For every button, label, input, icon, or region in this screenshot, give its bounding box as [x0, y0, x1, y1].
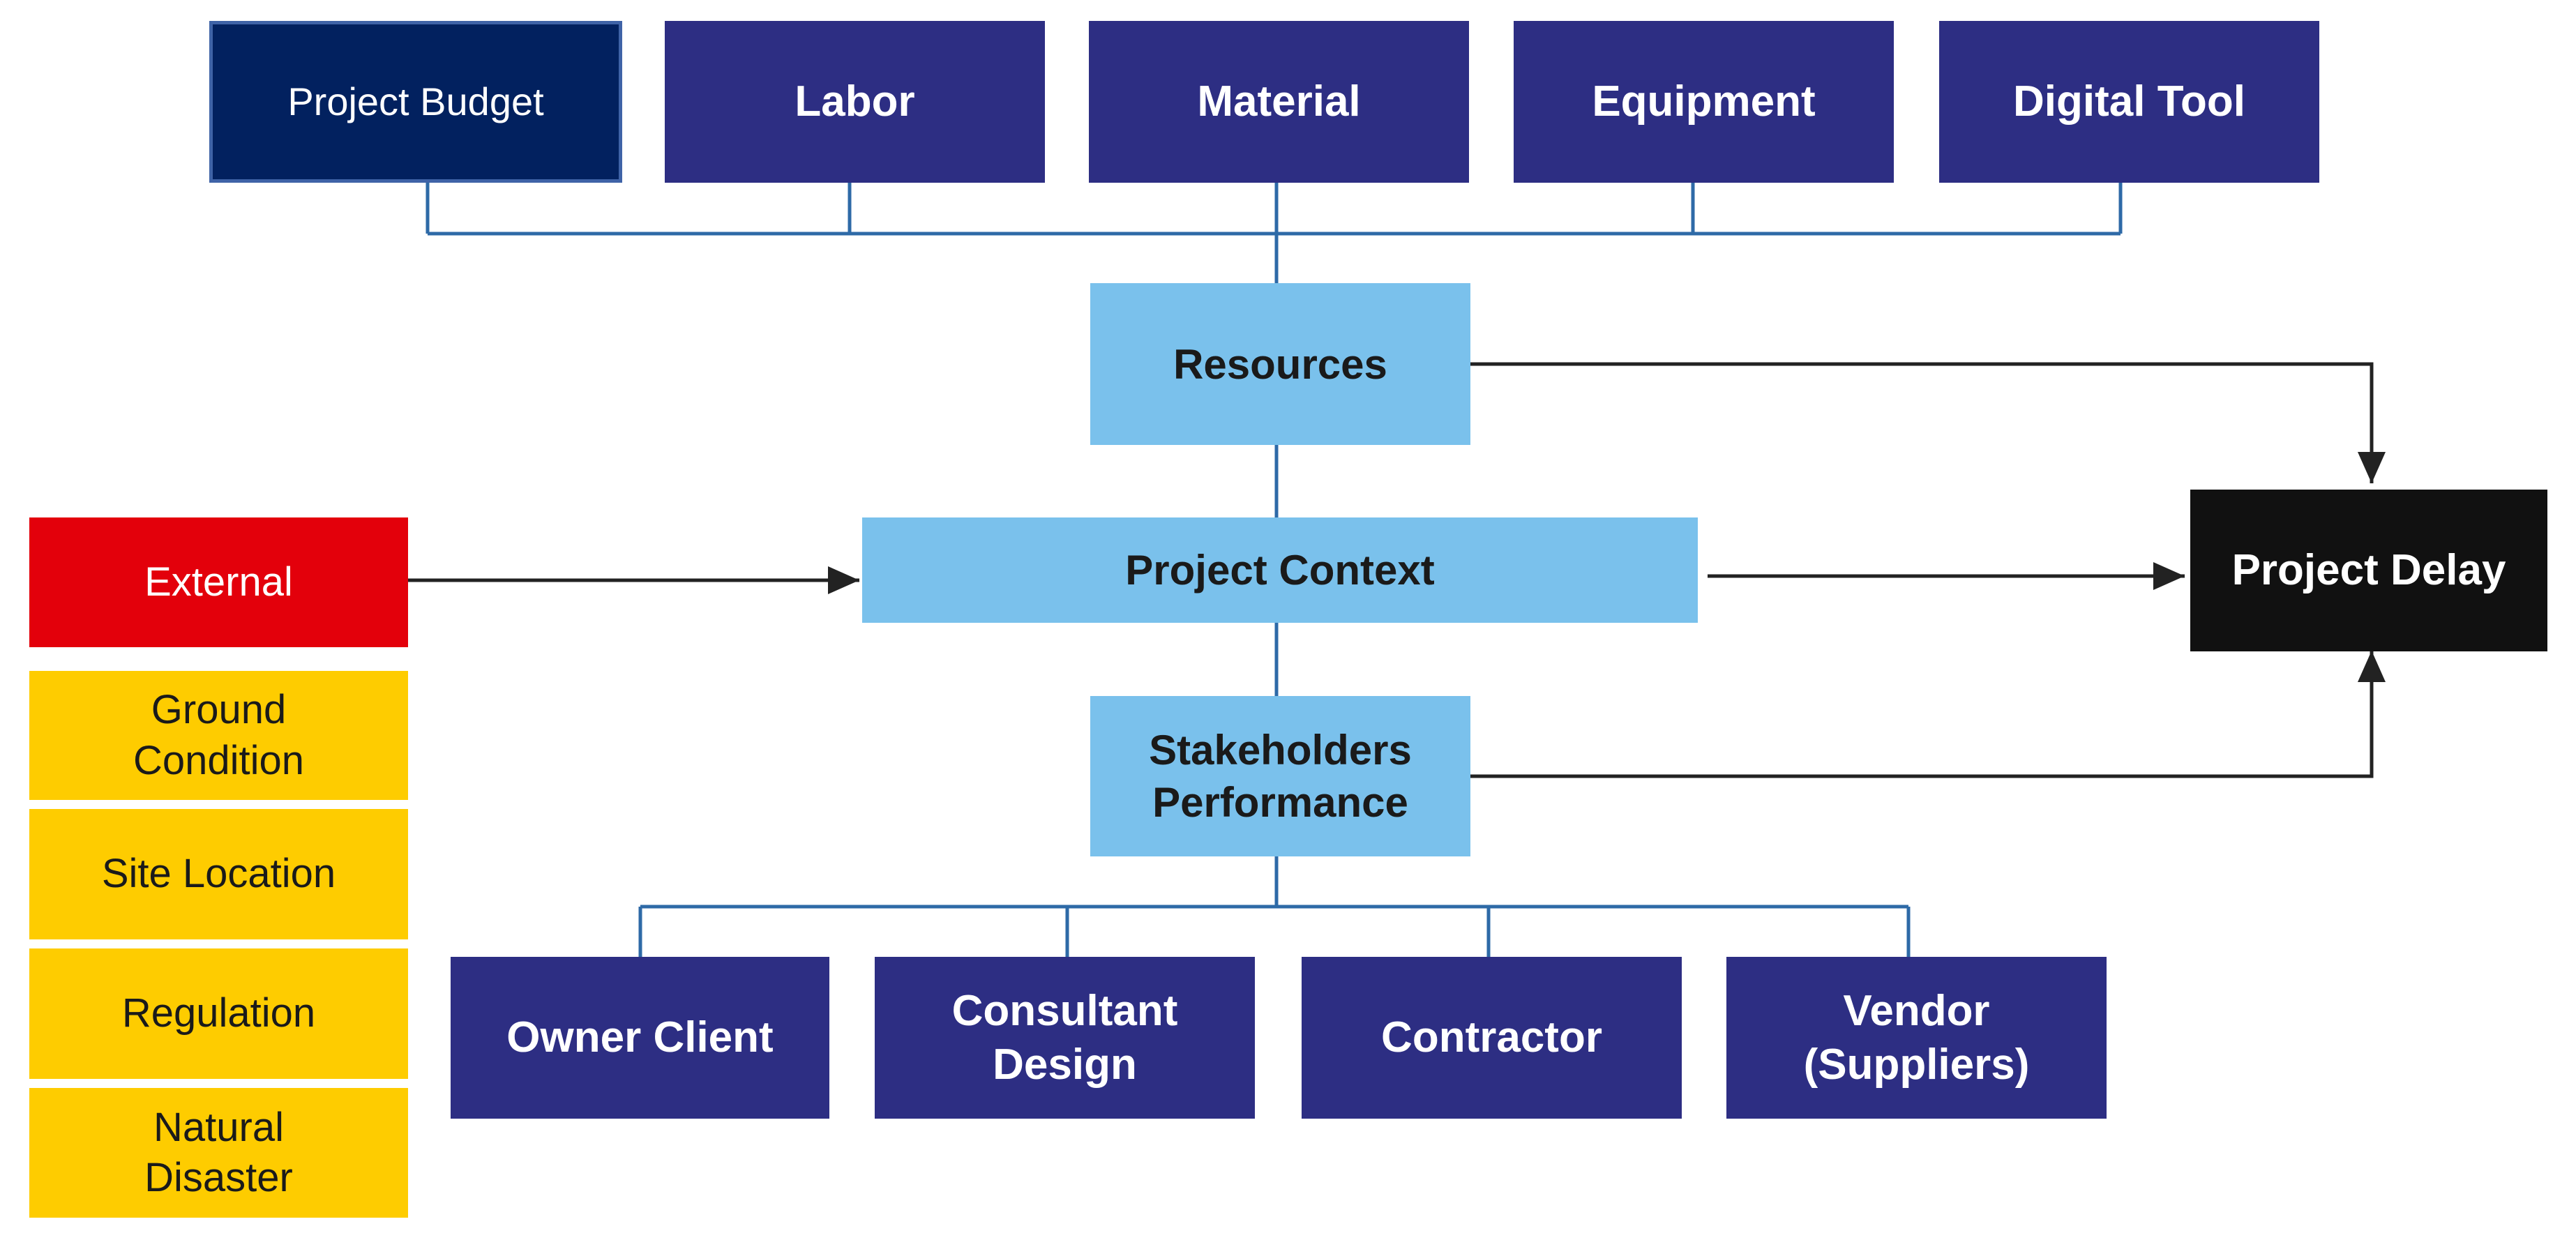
contractor-label: Contractor	[1381, 1013, 1602, 1062]
resources-bracket	[425, 183, 2123, 283]
external-label: External	[144, 559, 293, 605]
project-budget-label: Project Budget	[287, 80, 544, 123]
external-box: External	[29, 517, 408, 647]
resources-box: Resources	[1090, 283, 1470, 445]
equipment-box: Equipment	[1514, 21, 1894, 183]
project-context-box: Project Context	[862, 517, 1698, 623]
equipment-label: Equipment	[1592, 77, 1816, 126]
digital-tool-box: Digital Tool	[1939, 21, 2319, 183]
regulation-label: Regulation	[121, 990, 316, 1036]
vendor-suppliers-label: Vendor (Suppliers)	[1803, 986, 2030, 1089]
project-delay-box: Project Delay	[2190, 490, 2547, 651]
vendor-suppliers-box: Vendor (Suppliers)	[1726, 957, 2107, 1119]
external-factor-site-location: Site Location	[29, 809, 408, 939]
project-delay-label: Project Delay	[2231, 546, 2506, 595]
stakeholders-performance-box: Stakeholders Performance	[1090, 696, 1470, 856]
external-factor-regulation: Regulation	[29, 948, 408, 1079]
project-context-label: Project Context	[1125, 547, 1435, 593]
external-factor-natural-disaster: Natural Disaster	[29, 1088, 408, 1218]
material-label: Material	[1197, 77, 1361, 126]
material-box: Material	[1089, 21, 1469, 183]
site-location-label: Site Location	[101, 851, 336, 897]
stakeholders-to-delay-arrow	[1468, 651, 2386, 778]
ground-condition-label: Ground Condition	[133, 687, 305, 783]
owner-client-box: Owner Client	[451, 957, 829, 1119]
digital-tool-label: Digital Tool	[2013, 77, 2245, 126]
external-factor-ground-condition: Ground Condition	[29, 671, 408, 800]
stakeholders-performance-label: Stakeholders Performance	[1149, 727, 1412, 826]
consultant-design-label: Consultant Design	[951, 986, 1178, 1089]
owner-client-label: Owner Client	[506, 1013, 774, 1062]
labor-label: Labor	[794, 77, 915, 126]
labor-box: Labor	[665, 21, 1045, 183]
resources-label: Resources	[1173, 340, 1387, 388]
resources-to-delay-arrow	[1468, 362, 2386, 483]
delay-arrows	[408, 362, 2386, 778]
project-budget-box: Project Budget	[209, 21, 622, 183]
contractor-box: Contractor	[1302, 957, 1682, 1119]
consultant-design-box: Consultant Design	[875, 957, 1255, 1119]
natural-disaster-label: Natural Disaster	[144, 1104, 293, 1201]
stakeholders-bracket	[638, 856, 1911, 957]
